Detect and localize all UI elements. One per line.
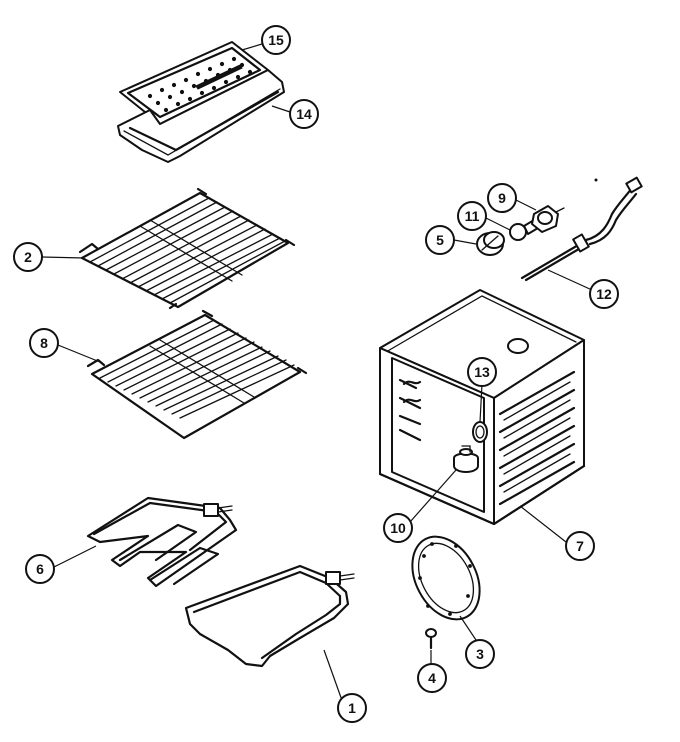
callout-label-13: 13: [474, 364, 490, 380]
callout-1: 1: [337, 693, 367, 723]
callout-label-10: 10: [390, 520, 406, 536]
oven-rack-upper: [78, 187, 296, 310]
broiler-pan-insert: [119, 41, 269, 125]
callout-label-4: 4: [428, 670, 436, 686]
callout-label-14: 14: [296, 106, 312, 122]
callout-label-8: 8: [40, 335, 48, 351]
callout-7: 7: [565, 531, 595, 561]
callout-9: 9: [487, 183, 517, 213]
light-lens: [476, 231, 505, 256]
oven-cavity: [378, 289, 586, 526]
broiler-pan: [117, 69, 285, 163]
callout-5: 5: [425, 225, 455, 255]
callout-label-3: 3: [476, 646, 484, 662]
callout-12: 12: [589, 279, 619, 309]
rear-cover-plate: [411, 535, 481, 621]
light-socket: [531, 205, 565, 233]
callout-10: 10: [383, 513, 413, 543]
callout-6: 6: [25, 554, 55, 584]
callout-4: 4: [417, 663, 447, 693]
callout-label-6: 6: [36, 561, 44, 577]
callout-14: 14: [289, 99, 319, 129]
bake-element: [184, 564, 355, 668]
callout-label-7: 7: [576, 538, 584, 554]
temperature-sensor: [520, 176, 643, 282]
callout-label-5: 5: [436, 232, 444, 248]
callout-label-11: 11: [465, 208, 480, 224]
oven-rack-lower: [86, 309, 308, 440]
callout-3: 3: [465, 639, 495, 669]
callout-13: 13: [467, 357, 497, 387]
cavity-light-opening: [472, 421, 488, 443]
callout-label-12: 12: [596, 286, 612, 302]
callout-11: 11: [457, 201, 487, 231]
callout-label-2: 2: [24, 249, 32, 265]
screw: [425, 628, 437, 650]
callout-label-9: 9: [498, 190, 506, 206]
callout-label-15: 15: [268, 32, 284, 48]
callout-2: 2: [13, 242, 43, 272]
broil-element: [86, 496, 238, 588]
callout-8: 8: [29, 328, 59, 358]
callout-15: 15: [261, 25, 291, 55]
leader-lines: [41, 43, 593, 707]
callout-label-1: 1: [348, 700, 356, 716]
cavity-fan-boss: [453, 445, 479, 473]
